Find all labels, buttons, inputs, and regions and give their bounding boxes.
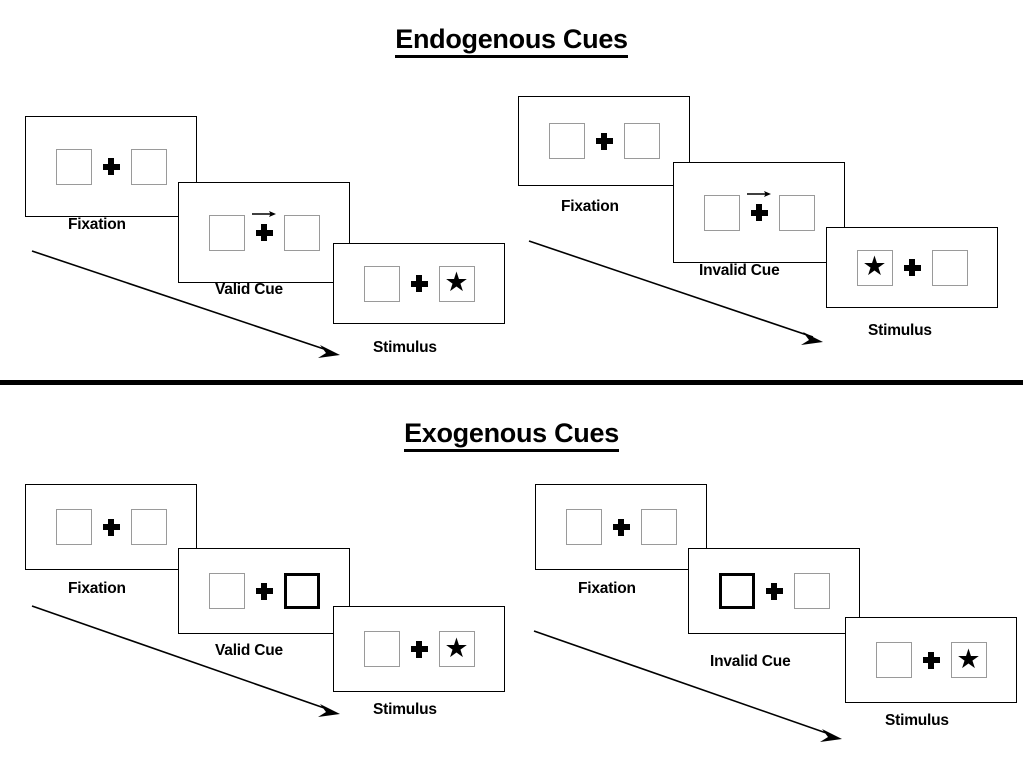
left-box bbox=[55, 148, 92, 185]
panel-inner bbox=[55, 148, 167, 185]
fixation-cross-icon bbox=[255, 224, 273, 241]
right-box: ★ bbox=[438, 631, 475, 667]
panel-endogenous-invalid-stimulus[interactable]: ★ bbox=[826, 227, 998, 308]
caption-endogenous-invalid-cue: Invalid Cue bbox=[699, 262, 780, 279]
caption-endogenous-valid-fixation: Fixation bbox=[68, 216, 126, 233]
panel-inner: ★ bbox=[363, 631, 475, 667]
fixation-cross-wrap bbox=[410, 275, 428, 292]
timeline-arrow-exogenous-invalid bbox=[533, 630, 842, 742]
fixation-cross-icon bbox=[410, 640, 428, 658]
caption-exogenous-valid-stimulus: Stimulus bbox=[373, 701, 437, 718]
panel-inner bbox=[565, 509, 677, 545]
fixation-cross-wrap bbox=[252, 211, 276, 241]
panel-inner bbox=[703, 191, 815, 231]
fixation-cross-icon bbox=[255, 582, 273, 600]
star-icon: ★ bbox=[444, 632, 469, 663]
panel-endogenous-valid-stimulus[interactable]: ★ bbox=[333, 243, 505, 324]
fixation-cross-icon bbox=[765, 582, 783, 600]
right-box-cued bbox=[283, 573, 320, 609]
panel-endogenous-invalid-fixation[interactable] bbox=[518, 96, 690, 186]
fixation-cross-wrap bbox=[595, 132, 613, 150]
panel-endogenous-invalid-cue[interactable] bbox=[673, 162, 845, 263]
fixation-cross-icon bbox=[612, 518, 630, 536]
caption-endogenous-invalid-stimulus: Stimulus bbox=[868, 322, 932, 339]
fixation-cross-wrap bbox=[255, 582, 273, 600]
fixation-cross-wrap bbox=[612, 518, 630, 536]
left-box bbox=[208, 573, 245, 609]
left-box bbox=[875, 642, 912, 678]
right-box bbox=[130, 509, 167, 545]
panel-exogenous-valid-cue[interactable] bbox=[178, 548, 350, 634]
left-box-cued bbox=[718, 573, 755, 609]
right-box bbox=[931, 249, 968, 286]
timeline-arrow-endogenous-valid bbox=[31, 250, 340, 358]
caption-exogenous-invalid-fixation: Fixation bbox=[578, 580, 636, 597]
fixation-cross-icon bbox=[595, 132, 613, 150]
caption-endogenous-valid-stimulus: Stimulus bbox=[373, 339, 437, 356]
right-box bbox=[640, 509, 677, 545]
right-box bbox=[283, 214, 320, 251]
fixation-cross-icon bbox=[922, 651, 940, 669]
fixation-cross-wrap bbox=[922, 651, 940, 669]
caption-endogenous-valid-cue: Valid Cue bbox=[215, 281, 283, 298]
fixation-cross-wrap bbox=[102, 518, 120, 536]
fixation-cross-wrap bbox=[410, 640, 428, 658]
fixation-cross-wrap bbox=[765, 582, 783, 600]
fixation-cross-icon bbox=[102, 158, 120, 175]
fixation-cross-wrap bbox=[903, 259, 921, 276]
star-icon: ★ bbox=[956, 643, 981, 674]
panel-endogenous-valid-cue[interactable] bbox=[178, 182, 350, 283]
section-title-endogenous-text: Endogenous Cues bbox=[395, 24, 628, 58]
left-box bbox=[363, 631, 400, 667]
fixation-cross-icon bbox=[750, 204, 768, 221]
panel-exogenous-valid-fixation[interactable] bbox=[25, 484, 197, 570]
panel-inner bbox=[548, 123, 660, 159]
left-box bbox=[55, 509, 92, 545]
panel-exogenous-valid-stimulus[interactable]: ★ bbox=[333, 606, 505, 692]
caption-endogenous-invalid-fixation: Fixation bbox=[561, 198, 619, 215]
right-box bbox=[778, 194, 815, 231]
panel-inner: ★ bbox=[856, 249, 968, 286]
right-box bbox=[793, 573, 830, 609]
arrow-right-icon bbox=[252, 211, 276, 217]
panel-inner bbox=[208, 211, 320, 251]
star-icon: ★ bbox=[862, 251, 887, 281]
section-title-exogenous-text: Exogenous Cues bbox=[404, 418, 619, 452]
panel-endogenous-valid-fixation[interactable] bbox=[25, 116, 197, 217]
right-box: ★ bbox=[438, 265, 475, 302]
left-box bbox=[703, 194, 740, 231]
right-box bbox=[623, 123, 660, 159]
panel-inner bbox=[208, 573, 320, 609]
panel-inner bbox=[55, 509, 167, 545]
timeline-arrow-endogenous-invalid bbox=[528, 240, 823, 345]
panel-inner: ★ bbox=[875, 642, 987, 678]
panel-exogenous-invalid-cue[interactable] bbox=[688, 548, 860, 634]
left-box bbox=[363, 265, 400, 302]
left-box bbox=[208, 214, 245, 251]
panel-inner: ★ bbox=[363, 265, 475, 302]
section-title-endogenous: Endogenous Cues bbox=[0, 24, 1023, 58]
section-title-exogenous: Exogenous Cues bbox=[0, 418, 1023, 452]
fixation-cross-icon bbox=[903, 259, 921, 276]
right-box bbox=[130, 148, 167, 185]
caption-exogenous-invalid-cue: Invalid Cue bbox=[710, 653, 791, 670]
fixation-cross-wrap bbox=[747, 191, 771, 221]
timeline-arrow-exogenous-valid bbox=[31, 605, 340, 717]
fixation-cross-wrap bbox=[102, 158, 120, 175]
caption-exogenous-valid-cue: Valid Cue bbox=[215, 642, 283, 659]
left-box: ★ bbox=[856, 249, 893, 286]
panel-exogenous-invalid-stimulus[interactable]: ★ bbox=[845, 617, 1017, 703]
star-icon: ★ bbox=[444, 267, 469, 297]
left-box bbox=[565, 509, 602, 545]
right-box: ★ bbox=[950, 642, 987, 678]
fixation-cross-icon bbox=[102, 518, 120, 536]
arrow-right-icon bbox=[747, 191, 771, 197]
caption-exogenous-invalid-stimulus: Stimulus bbox=[885, 712, 949, 729]
fixation-cross-icon bbox=[410, 275, 428, 292]
panel-exogenous-invalid-fixation[interactable] bbox=[535, 484, 707, 570]
panel-inner bbox=[718, 573, 830, 609]
caption-exogenous-valid-fixation: Fixation bbox=[68, 580, 126, 597]
left-box bbox=[548, 123, 585, 159]
section-divider bbox=[0, 380, 1023, 385]
